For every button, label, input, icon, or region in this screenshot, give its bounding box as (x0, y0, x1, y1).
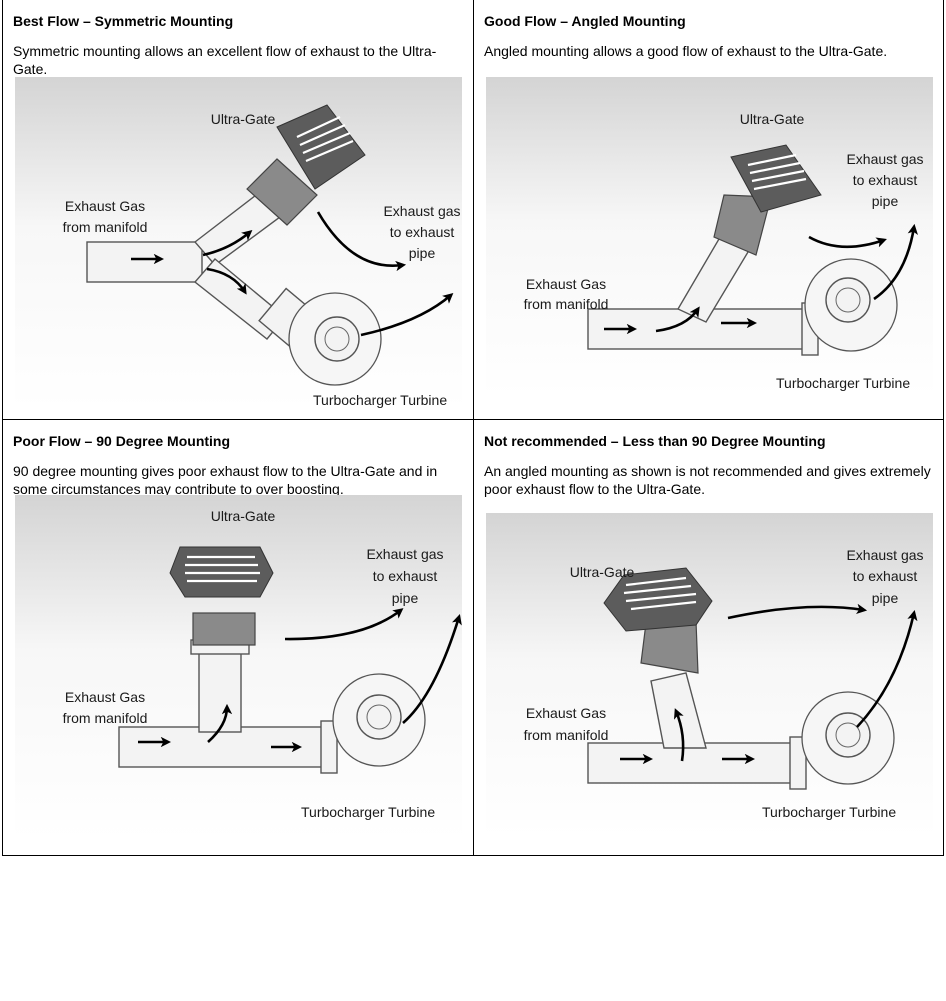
panel-description: 90 degree mounting gives poor exhaust fl… (13, 463, 438, 497)
inlet-label-line1: Exhaust Gas (526, 276, 606, 292)
panel-angled-mounting: Good Flow – Angled Mounting Angled mount… (474, 0, 943, 420)
turbine-outlet-arrow (402, 614, 462, 724)
valve-label: Ultra-Gate (211, 111, 276, 127)
turbine-outlet-arrow (873, 223, 918, 301)
panel-less-than-90-degree-mounting: Not recommended – Less than 90 Degree Mo… (474, 420, 943, 855)
inlet-label-line1: Exhaust Gas (65, 689, 145, 705)
panel-description: Angled mounting allows a good flow of ex… (484, 43, 888, 59)
inlet-pipe (86, 241, 203, 283)
panel-title: Best Flow – Symmetric Mounting (13, 13, 234, 29)
inlet-label-line2: from manifold (63, 710, 148, 726)
panel-title: Not recommended – Less than 90 Degree Mo… (484, 433, 826, 449)
less-than-90-degree-mounting-diagram: Ultra-Gate Exhaust Gas from manifold Exh… (486, 513, 933, 838)
manifold-pipe (118, 726, 335, 768)
inlet-label-line1: Exhaust Gas (526, 705, 606, 721)
panel-title: Poor Flow – 90 Degree Mounting (13, 433, 231, 449)
turbine-flange (320, 720, 338, 774)
angled-mounting-diagram: Ultra-Gate Exhaust Gas from manifold Exh… (486, 77, 933, 397)
valve-flow-arrow (207, 703, 233, 743)
wastegate-outlet-arrow (284, 608, 404, 641)
valve-flow-arrow (673, 708, 685, 762)
ninety-degree-mounting-diagram: Ultra-Gate Exhaust Gas from manifold Exh… (15, 495, 462, 840)
valve-label: Ultra-Gate (211, 508, 276, 524)
turbine-label: Turbocharger Turbine (776, 375, 910, 391)
turbine-wheel (356, 694, 402, 740)
outlet-label-line2: to exhaust (390, 224, 455, 240)
actuator-spring (623, 576, 697, 611)
panel-description: An angled mounting as shown is not recom… (484, 463, 931, 497)
outlet-label-line1: Exhaust gas (383, 203, 460, 219)
outlet-label-line1: Exhaust gas (846, 547, 923, 563)
actuator-spring (185, 555, 260, 583)
inlet-label-line1: Exhaust Gas (65, 198, 145, 214)
valve-housing (246, 158, 318, 226)
valve-branch-pipe (198, 649, 242, 733)
manifold-pipe (587, 742, 804, 784)
symmetric-mounting-diagram: Ultra-Gate Exhaust Gas from manifold Exh… (15, 77, 462, 410)
turbine-flange (789, 736, 807, 790)
valve-label: Ultra-Gate (740, 111, 805, 127)
valve-flow-arrow (655, 306, 700, 333)
actuator-spring (747, 153, 807, 191)
outlet-label-line2: to exhaust (373, 568, 438, 584)
turbine-wheel (825, 277, 871, 323)
valve-actuator (730, 144, 822, 213)
wastegate-outlet-arrow (727, 603, 868, 620)
outlet-label-line1: Exhaust gas (846, 151, 923, 167)
outlet-label-line2: to exhaust (853, 568, 918, 584)
panel-description: Symmetric mounting allows an excellent f… (13, 43, 437, 77)
actuator-spring (296, 116, 354, 163)
wastegate-outlet-arrow (316, 211, 407, 272)
inlet-label-line2: from manifold (63, 219, 148, 235)
outlet-label-line2: to exhaust (853, 172, 918, 188)
valve-flow-arrow (202, 229, 253, 257)
turbine-flow-arrow (206, 267, 247, 295)
turbine-label: Turbocharger Turbine (313, 392, 447, 408)
turbine-label: Turbocharger Turbine (762, 804, 896, 820)
outlet-label-line1: Exhaust gas (366, 546, 443, 562)
turbine-wheel (314, 316, 360, 362)
valve-label: Ultra-Gate (570, 564, 635, 580)
inlet-label-line2: from manifold (524, 296, 609, 312)
turbine-outlet-arrow (856, 609, 918, 728)
panel-symmetric-mounting: Best Flow – Symmetric Mounting Symmetric… (3, 0, 474, 420)
outlet-label-line3: pipe (872, 590, 899, 606)
mounting-comparison-table: Best Flow – Symmetric Mounting Symmetric… (2, 0, 944, 856)
panel-90-degree-mounting: Poor Flow – 90 Degree Mounting 90 degree… (3, 420, 474, 855)
inlet-label-line2: from manifold (524, 727, 609, 743)
turbine-label: Turbocharger Turbine (301, 804, 435, 820)
outlet-label-line3: pipe (872, 193, 899, 209)
turbine-outlet-arrow (360, 292, 454, 337)
outlet-label-line3: pipe (409, 245, 436, 261)
valve-housing (192, 612, 256, 646)
outlet-label-line3: pipe (392, 590, 419, 606)
panel-title: Good Flow – Angled Mounting (484, 13, 686, 29)
valve-actuator (276, 104, 366, 190)
wastegate-outlet-arrow (808, 235, 887, 249)
